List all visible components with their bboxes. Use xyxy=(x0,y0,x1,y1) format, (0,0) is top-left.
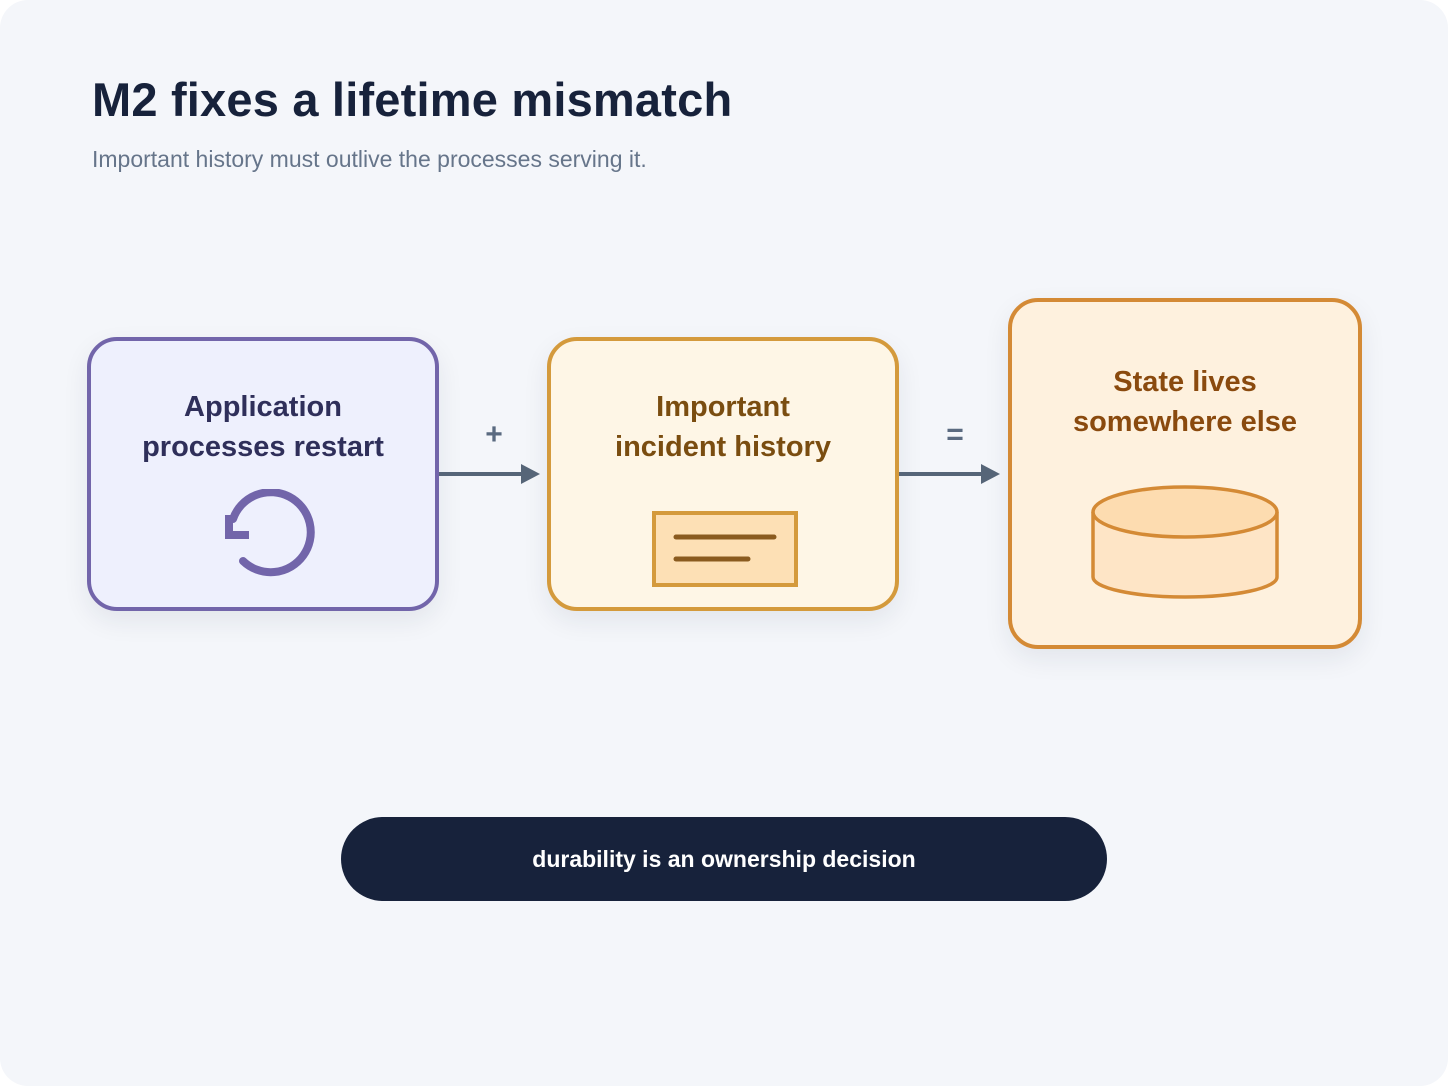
equals-operator: = xyxy=(946,418,964,451)
page-title: M2 fixes a lifetime mismatch xyxy=(92,73,733,126)
plus-operator: + xyxy=(485,418,503,451)
database-icon xyxy=(1091,485,1279,599)
document-icon xyxy=(652,511,798,587)
card-application-processes: Application processes restart xyxy=(87,337,439,611)
card-state-elsewhere: State lives somewhere else xyxy=(1008,298,1362,649)
page-subtitle: Important history must outlive the proce… xyxy=(92,146,647,172)
card-label: Application processes restart xyxy=(91,387,435,467)
restart-icon xyxy=(225,489,315,577)
card-label-line: Important xyxy=(656,391,790,423)
summary-pill: durability is an ownership decision xyxy=(341,817,1107,901)
card-label: State lives somewhere else xyxy=(1012,362,1358,442)
summary-text: durability is an ownership decision xyxy=(532,845,916,872)
arrow-connector xyxy=(899,464,1000,484)
card-incident-history: Important incident history xyxy=(547,337,899,611)
card-label-line: incident history xyxy=(615,431,831,463)
card-label-line: somewhere else xyxy=(1072,406,1298,438)
card-label-line: processes restart xyxy=(142,431,384,463)
card-label-line: State lives xyxy=(1113,366,1257,398)
card-label-line: Application xyxy=(184,391,342,423)
card-label: Important incident history xyxy=(551,387,895,467)
arrow-connector xyxy=(439,464,540,484)
